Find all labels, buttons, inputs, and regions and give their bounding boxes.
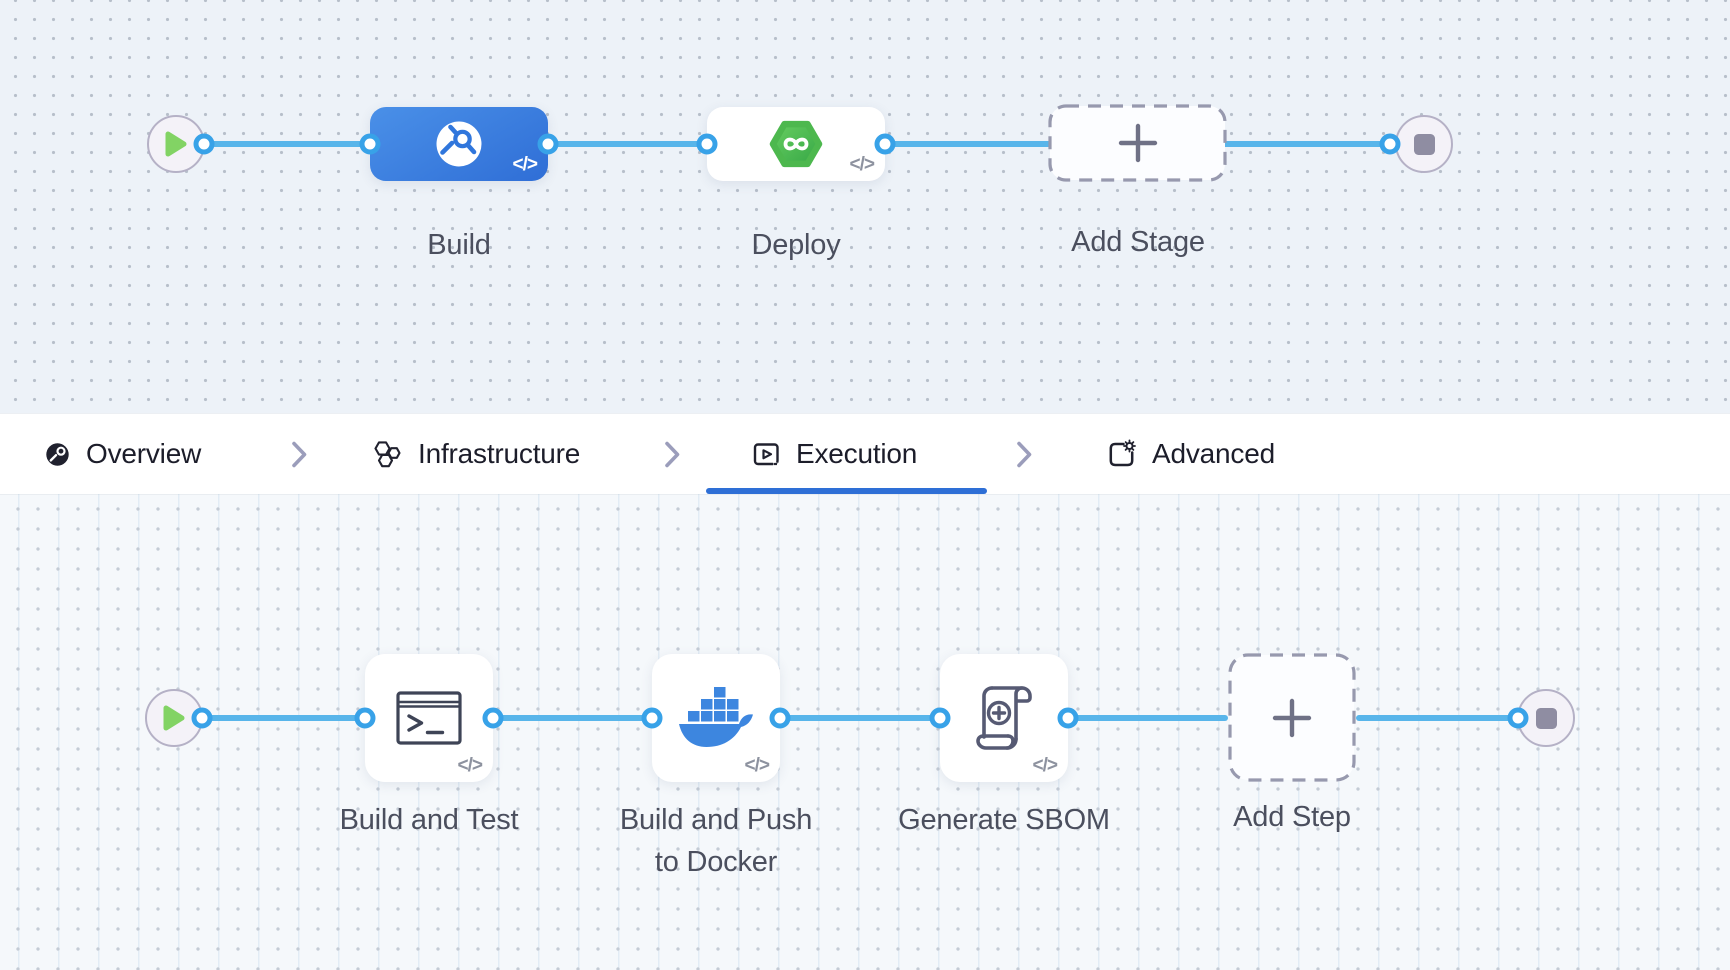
execution-canvas: </> </> <box>0 493 1730 970</box>
stop-icon <box>1413 133 1435 155</box>
terminal-icon <box>396 691 462 745</box>
pipeline-start-node <box>147 115 205 173</box>
step-label: Build and Test <box>249 799 609 841</box>
port[interactable] <box>929 707 951 729</box>
step-card-build-and-push-to-docker[interactable]: </> <box>652 654 780 782</box>
edge <box>780 715 940 721</box>
port[interactable] <box>537 133 559 155</box>
tab-execution[interactable]: Execution <box>752 414 917 494</box>
step-label-line: to Docker <box>654 846 778 878</box>
tab-overview[interactable]: Overview <box>44 414 201 494</box>
advanced-icon <box>1109 438 1136 466</box>
stage-code-badge: </> <box>512 154 539 175</box>
chevron-right-icon <box>292 441 307 468</box>
edge <box>1068 715 1228 721</box>
plus-icon <box>1118 123 1157 163</box>
stage-code-badge: </> <box>849 154 876 175</box>
chevron-right-icon <box>665 441 680 468</box>
stage-canvas: </> </> <box>0 0 1730 413</box>
step-code-badge: </> <box>1032 755 1059 776</box>
step-label-line: Build and Push <box>619 804 813 836</box>
edge <box>493 715 652 721</box>
scroll-plus-icon <box>976 686 1032 750</box>
edge <box>202 715 365 721</box>
stage-card-build[interactable]: </> <box>370 107 548 181</box>
step-label-line: Add Step <box>1233 801 1351 833</box>
stage-label: Build <box>427 229 491 261</box>
step-label: Generate SBOM <box>824 799 1184 841</box>
port[interactable] <box>696 133 718 155</box>
harness-ci-icon <box>436 121 482 167</box>
execution-icon <box>753 442 779 465</box>
tab-advanced[interactable]: Advanced <box>1106 414 1275 494</box>
tab-label: Advanced <box>1152 438 1275 469</box>
docker-icon <box>679 687 753 747</box>
edge <box>1356 715 1518 721</box>
tab-infrastructure[interactable]: Infrastructure <box>372 414 580 494</box>
port[interactable] <box>482 707 504 729</box>
tab-label: Overview <box>86 438 202 469</box>
infrastructure-icon <box>374 440 401 467</box>
stop-icon <box>1535 707 1557 729</box>
step-label-line: Build and Test <box>339 804 519 836</box>
step-code-badge: </> <box>457 755 484 776</box>
port[interactable] <box>193 133 215 155</box>
plus-icon <box>1272 698 1312 737</box>
port[interactable] <box>1507 707 1529 729</box>
chevron-right-icon <box>1017 441 1032 468</box>
pipeline-end-node <box>1395 115 1453 173</box>
step-code-badge: </> <box>744 755 771 776</box>
step-label-line: Generate SBOM <box>898 804 1110 836</box>
edge-build-deploy <box>548 141 707 147</box>
play-icon <box>163 705 185 731</box>
step-label: Add Step <box>1112 796 1472 838</box>
port[interactable] <box>191 707 213 729</box>
port[interactable] <box>1057 707 1079 729</box>
step-card-generate-sbom[interactable]: </> <box>940 654 1068 782</box>
port[interactable] <box>1379 133 1401 155</box>
play-icon <box>165 131 187 157</box>
overview-icon <box>46 442 69 466</box>
tab-label: Execution <box>796 438 918 469</box>
stage-label: Add Stage <box>1071 226 1205 258</box>
port[interactable] <box>874 133 896 155</box>
port[interactable] <box>359 133 381 155</box>
port[interactable] <box>769 707 791 729</box>
step-card-build-and-test[interactable]: </> <box>365 654 493 782</box>
stage-card-deploy[interactable]: </> <box>707 107 885 181</box>
port[interactable] <box>354 707 376 729</box>
harness-cd-icon <box>769 120 823 168</box>
stage-label: Deploy <box>751 229 841 261</box>
active-tab-underline <box>706 488 987 494</box>
tab-label: Infrastructure <box>418 438 581 469</box>
stage-detail-tabs: Overview Infrastructure <box>0 413 1730 494</box>
step-label: Build and Push to Docker <box>536 799 896 883</box>
port[interactable] <box>641 707 663 729</box>
add-step-button[interactable] <box>1228 653 1356 782</box>
edge-start-build <box>204 141 370 147</box>
add-stage-button[interactable] <box>1048 104 1227 182</box>
